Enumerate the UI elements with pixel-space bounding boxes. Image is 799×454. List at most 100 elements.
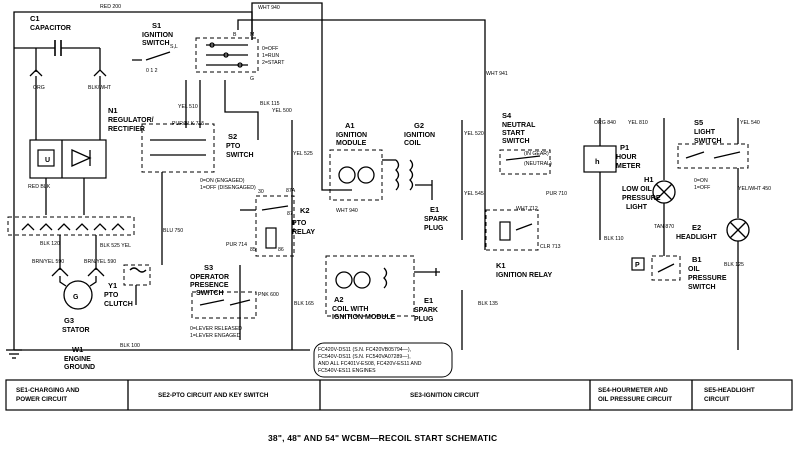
- s5-note-1: 0=ON: [694, 178, 708, 184]
- pto-clutch-y1: [123, 264, 151, 305]
- s5-id: S5: [694, 118, 703, 127]
- y1-name-1: PTO: [104, 292, 119, 299]
- s4-name-3: SWITCH: [502, 138, 530, 145]
- section-table: [5, 379, 793, 411]
- s1-pin-sl: S,L: [170, 44, 178, 50]
- e1-bot-name-1: SPARK: [414, 307, 438, 314]
- b1-id: B1: [692, 255, 702, 264]
- wire-label-blk-wht: BLK/WHT: [88, 85, 112, 91]
- s3-note-1: 0=LEVER RELEASED: [190, 326, 242, 332]
- s2-name-2: SWITCH: [226, 152, 254, 159]
- neutral-start-switch-s4: [461, 120, 551, 350]
- wire-label-red-blk: RED BLK: [28, 184, 51, 190]
- k2-pin-86: 86: [278, 247, 284, 253]
- s5-name-2: SWITCH: [694, 138, 722, 145]
- s3-id: S3: [204, 263, 213, 272]
- s1-name-2: SWITCH: [142, 40, 170, 47]
- k2-pin-30: 30: [258, 189, 264, 195]
- wire-label-pnk-600: PNK 600: [258, 292, 279, 298]
- wire-label-yel-535: BLK 525 YEL: [100, 243, 131, 249]
- wire-label-wht-712: WHT 712: [516, 206, 538, 212]
- section-4-line-1: SE4-HOURMETER AND: [598, 387, 668, 394]
- p1-id: P1: [620, 143, 629, 152]
- c1-id: C1: [30, 14, 40, 23]
- h1-name-1: LOW OIL: [622, 186, 653, 193]
- wire-label-blk-120: BLK 120: [40, 241, 60, 247]
- k2-id: K2: [300, 206, 310, 215]
- b1-name-3: SWITCH: [688, 284, 716, 291]
- g3-name: STATOR: [62, 327, 90, 334]
- s1-terminals: 0 1 2: [146, 68, 158, 74]
- wire-label-org-840: ORG 840: [594, 120, 616, 126]
- coil-with-ignition-module-a2: [325, 255, 440, 317]
- n1-name-2: RECTIFIER: [108, 126, 145, 133]
- e2-name: HEADLIGHT: [676, 234, 718, 241]
- section-4-line-2: OIL PRESSURE CIRCUIT: [598, 396, 672, 403]
- a2-name-1: COIL WITH: [332, 306, 368, 313]
- oil-pressure-switch-b1: [631, 255, 681, 281]
- engine-note-callout: [313, 342, 453, 378]
- operator-presence-switch-s3: [191, 291, 257, 319]
- s5-name-1: LIGHT: [694, 129, 716, 136]
- wire-label-blk-165: BLK 165: [294, 301, 314, 307]
- s4-name-1: NEUTRAL: [502, 122, 536, 129]
- k1-id: K1: [496, 261, 506, 270]
- a1-name-1: IGNITION: [336, 132, 367, 139]
- y1-name-2: CLUTCH: [104, 301, 133, 308]
- e1-top-name-1: SPARK: [424, 216, 448, 223]
- s3-name-3: SWITCH: [196, 290, 224, 297]
- section-5-line-2: CIRCUIT: [704, 396, 730, 403]
- s2-note-1: 0=ON (ENGAGED): [200, 178, 245, 184]
- w1-name-2: GROUND: [64, 364, 95, 371]
- s1-pos-1: 1=RUN: [262, 53, 279, 59]
- section-5-line-1: SE5-HEADLIGHT: [704, 387, 755, 394]
- wire-label-brn-yel-right: BRN/YEL 590: [84, 259, 116, 265]
- a2-id: A2: [334, 295, 344, 304]
- note-line-2: FC540V-DS11 (S.N. FC540VA07289—),: [318, 354, 411, 360]
- wire-label-blk-125: BLK 125: [724, 262, 744, 268]
- s1-pos-0: 0=OFF: [262, 46, 278, 52]
- wire-label-pur-714: PUR 714: [226, 242, 247, 248]
- s3-note-2: 1=LEVER ENGAGED: [190, 333, 241, 339]
- s4-id: S4: [502, 111, 512, 120]
- note-line-1: FC420V-DS11 (S.N. FC420VB05794—),: [318, 347, 411, 353]
- note-line-3: AND ALL FC401V-ES08, FC420V-ES11 AND: [318, 361, 422, 367]
- wire-label-blk-100: BLK 100: [120, 343, 140, 349]
- g2-name-2: COIL: [404, 140, 421, 147]
- s3-name-2: PRESENCE: [190, 282, 229, 289]
- capacitor-c1: [14, 40, 107, 140]
- wire-label-tan-870: TAN 870: [654, 224, 674, 230]
- e2-id: E2: [692, 223, 701, 232]
- k2-name-1: PTO: [292, 220, 307, 227]
- a2-name-2: IGNITION MODULE: [332, 314, 396, 321]
- wire-label-brn-yel-left: BRN/YEL 590: [32, 259, 64, 265]
- s3-name-1: OPERATOR: [190, 274, 229, 281]
- low-oil-light-h1: [652, 118, 676, 256]
- wire-label-blk-135: BLK 135: [478, 301, 498, 307]
- hour-meter-p1: [583, 118, 617, 240]
- section-2-line-1: SE2-PTO CIRCUIT AND KEY SWITCH: [158, 392, 269, 399]
- b1-name-1: OIL: [688, 266, 700, 273]
- ignition-switch-s1: [132, 37, 259, 73]
- wire-label-org: ORG: [33, 85, 45, 91]
- n1-id: N1: [108, 106, 118, 115]
- g3-id: G3: [64, 316, 74, 325]
- wire-label-yel-500: YEL 500: [272, 108, 292, 114]
- s2-name-1: PTO: [226, 143, 241, 150]
- h1-name-3: LIGHT: [626, 204, 648, 211]
- wire-label-blk-110: BLK 110: [604, 236, 624, 242]
- n1-symbol: U: [45, 157, 50, 164]
- note-line-4: FC540V-ES11 ENGINES: [318, 368, 376, 374]
- h1-id: H1: [644, 175, 654, 184]
- section-3-line-1: SE3-IGNITION CIRCUIT: [410, 392, 479, 399]
- wire-label-yel-wht-450: YEL/WHT 450: [738, 186, 771, 192]
- s1-id: S1: [152, 21, 161, 30]
- b1-name-2: PRESSURE: [688, 275, 727, 282]
- wire-label-wht-940: WHT 940: [258, 5, 280, 11]
- pto-switch-s2: [141, 80, 215, 265]
- e1-bot-id: E1: [424, 296, 433, 305]
- s1-pin-m: M: [250, 32, 254, 38]
- wire-label-yel-545: YEL 545: [464, 191, 484, 197]
- w1-name-1: ENGINE: [64, 356, 91, 363]
